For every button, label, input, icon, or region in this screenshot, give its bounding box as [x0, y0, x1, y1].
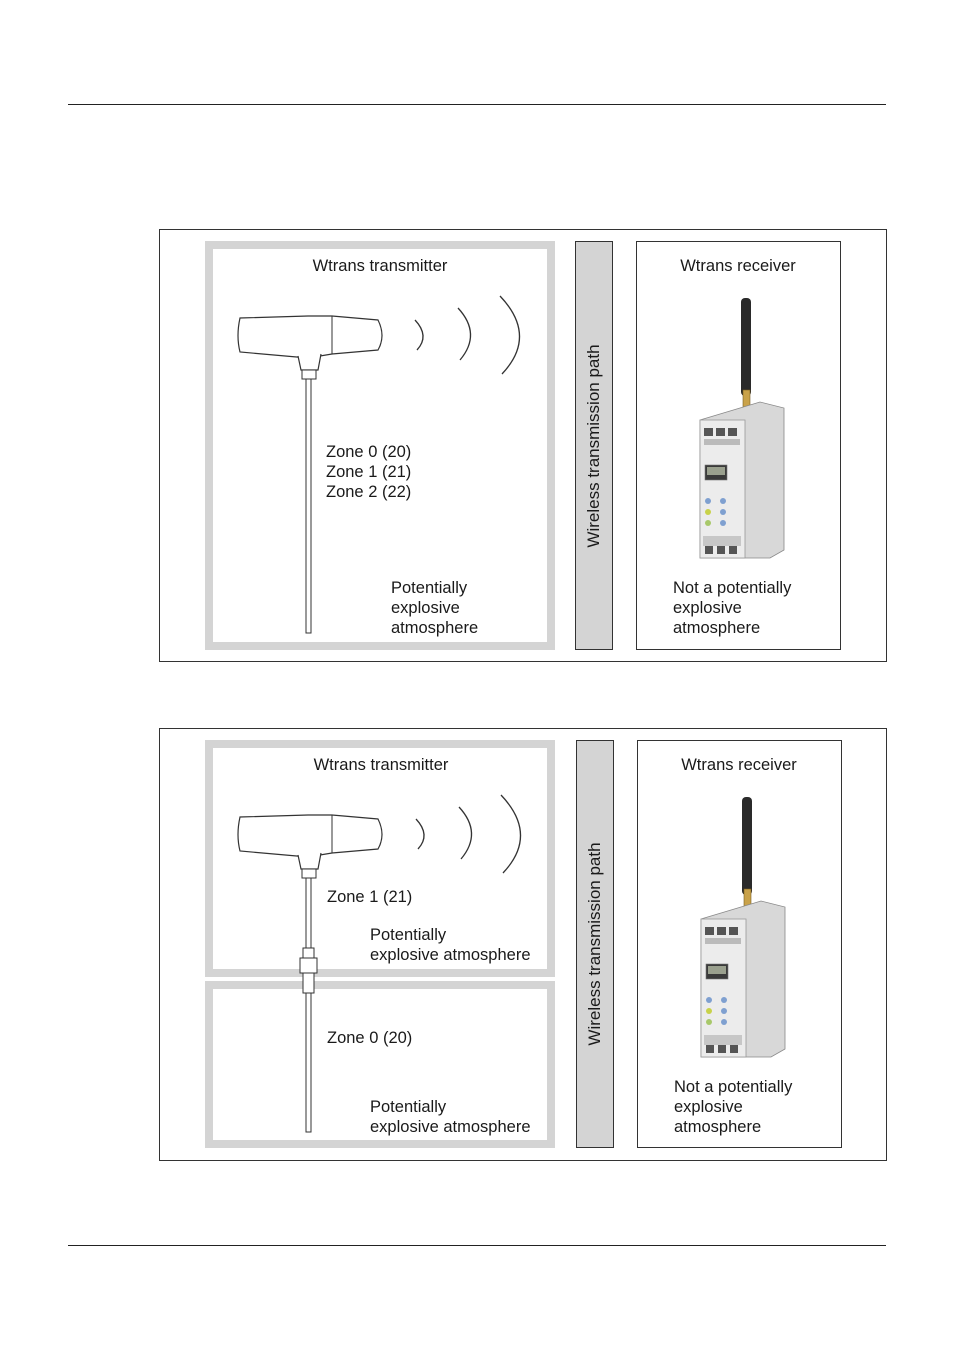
wireless-path-bar: Wireless transmission path: [576, 740, 614, 1148]
footer-rule: [68, 1245, 886, 1246]
receiver-title: Wtrans receiver: [681, 756, 797, 774]
zone-list: Zone 0 (20) Zone 1 (21) Zone 2 (22): [326, 442, 411, 502]
signal-waves-icon: [415, 794, 522, 874]
lower-atmosphere-label: Potentially explosive atmosphere: [370, 1098, 531, 1136]
upper-hazardous-area: [205, 740, 555, 977]
safe-atmosphere-label: Not a potentially explosive atmosphere: [673, 579, 792, 637]
zone-2-label: Zone 2 (22): [326, 483, 412, 501]
header-rule: [68, 104, 886, 105]
hazardous-atmosphere-label: Potentially explosive atmosphere: [391, 579, 479, 637]
transmitter-title: Wtrans transmitter: [312, 257, 448, 275]
lower-zone-label: Zone 0 (20): [327, 1029, 413, 1047]
upper-zone-label: Zone 1 (21): [327, 888, 413, 906]
upper-atmosphere-label: Potentially explosive atmosphere: [370, 926, 531, 964]
zone-0-label: Zone 0 (20): [326, 443, 412, 461]
zone-1-label: Zone 1 (21): [326, 463, 412, 481]
receiver-title: Wtrans receiver: [680, 257, 796, 275]
transmitter-probe-icon: [237, 315, 383, 634]
signal-waves-icon: [414, 295, 521, 375]
safe-atmosphere-label: Not a potentially explosive atmosphere: [674, 1078, 793, 1136]
transmitter-title: Wtrans transmitter: [313, 756, 449, 774]
figure-2: Wtrans transmitter Zone 1 (21) Potential…: [159, 728, 887, 1161]
transmitter-probe-icon: [237, 814, 383, 1133]
receiver-device-icon: [700, 797, 786, 1058]
wireless-path-bar: Wireless transmission path: [575, 241, 613, 650]
lower-hazardous-area: [205, 981, 555, 1148]
figure-1: Wtrans transmitter Zone 0 (20) Zone 1 (2…: [159, 229, 887, 662]
hazardous-area: [205, 241, 555, 650]
receiver-device-icon: [699, 298, 785, 559]
